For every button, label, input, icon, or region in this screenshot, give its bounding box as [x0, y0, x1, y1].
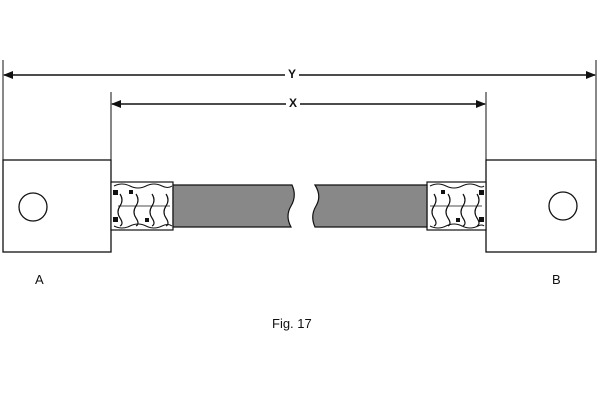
hose-segment-right	[312, 184, 428, 228]
mounting-hole-right	[548, 191, 578, 221]
end-label-right: B	[552, 272, 561, 287]
end-label-left: A	[35, 272, 44, 287]
mounting-hole-left	[18, 192, 48, 222]
figure-caption: Fig. 17	[272, 316, 312, 331]
hose-segment-left	[172, 184, 295, 228]
crimp-fitting-left	[110, 181, 174, 231]
dimension-label-inner: X	[286, 97, 301, 109]
dimension-label-overall: Y	[285, 68, 300, 80]
crimp-fitting-right	[426, 181, 487, 231]
end-block-right	[485, 159, 597, 253]
